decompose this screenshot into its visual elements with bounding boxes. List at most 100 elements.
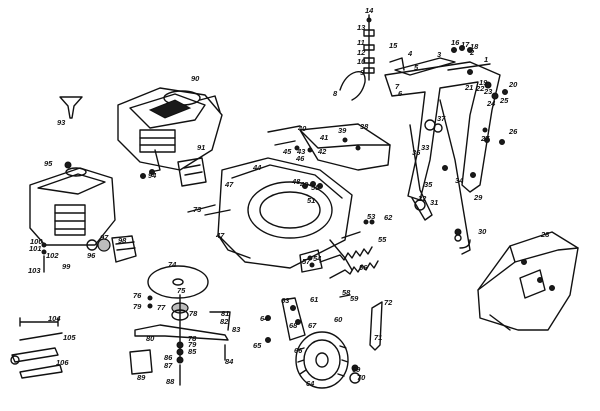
engine-90 [117, 87, 223, 175]
callout-47: 47 [224, 180, 234, 189]
tools [10, 317, 63, 379]
callout-9: 9 [360, 68, 365, 77]
callout-67: 67 [308, 321, 317, 330]
callout-78b: 78 [188, 334, 197, 343]
callout-56: 56 [359, 263, 368, 272]
funnel-93 [59, 96, 83, 119]
callout-46: 46 [295, 154, 305, 163]
rear-flap [299, 123, 391, 171]
callout-88: 88 [166, 377, 175, 386]
callout-25: 25 [499, 96, 509, 105]
callout-45: 45 [282, 147, 292, 156]
callout-3: 3 [437, 50, 442, 59]
callout-57: 57 [302, 257, 311, 266]
callout-12: 12 [357, 48, 366, 57]
callout-64a: 64 [260, 314, 269, 323]
callout-89: 89 [137, 373, 146, 382]
callout-100: 101 [29, 244, 42, 253]
callout-85: 85 [188, 347, 197, 356]
callout-78a: 78 [189, 309, 198, 318]
callout-60: 60 [334, 315, 343, 324]
callout-51: 51 [307, 196, 315, 205]
callout-20: 20 [508, 80, 518, 89]
callout-90: 90 [191, 74, 200, 83]
callout-87: 87 [164, 361, 173, 370]
mower-deck [187, 157, 353, 271]
rear-wheel [295, 331, 361, 389]
callout-32: 33 [421, 143, 430, 152]
callout-102: 103 [28, 266, 41, 275]
callout-80: 80 [146, 334, 155, 343]
callout-5: 5 [414, 63, 419, 72]
callout-103: 104 [48, 314, 61, 323]
callout-63: 63 [281, 296, 290, 305]
callout-74: 74 [168, 260, 177, 269]
callout-49: 49 [299, 180, 309, 189]
callout-96: 97 [100, 233, 109, 242]
callout-105: 106 [56, 358, 69, 367]
callout-43: 43 [296, 147, 306, 156]
callout-14: 14 [365, 6, 374, 15]
callout-83: 83 [232, 325, 241, 334]
misc-hardware [140, 125, 505, 236]
handle-assembly [384, 57, 508, 255]
throttle-cable [339, 14, 375, 101]
callout-38: 38 [360, 122, 369, 131]
callout-64b: 64 [306, 379, 315, 388]
callout-10: 10 [357, 57, 366, 66]
callout-70: 70 [357, 373, 366, 382]
callout-53: 53 [367, 212, 376, 221]
callout-15: 15 [389, 41, 398, 50]
height-adjuster [265, 249, 383, 351]
callout-28: 29 [473, 193, 483, 202]
callout-48: 48 [291, 177, 301, 186]
callout-54: 54 [313, 254, 322, 263]
callout-31: 32 [418, 194, 427, 203]
engine-94 [29, 161, 116, 246]
callout-77: 77 [157, 303, 166, 312]
callout-33: 34 [455, 176, 464, 185]
springs [319, 219, 379, 279]
callout-11: 11 [357, 38, 365, 47]
callout-8: 8 [333, 89, 338, 98]
callout-19: 19 [479, 78, 488, 87]
callout-68: 68 [289, 321, 298, 330]
callout-26: 26 [508, 127, 518, 136]
callout-104: 105 [63, 333, 76, 342]
callout-79b: 79 [188, 340, 197, 349]
callout-55: 55 [378, 235, 387, 244]
callout-13: 13 [357, 23, 366, 32]
callout-75: 75 [177, 286, 186, 295]
callout-22: 22 [475, 84, 485, 93]
callout-4: 4 [407, 49, 413, 58]
engine-hardware [41, 235, 137, 273]
callout-81: 81 [221, 309, 229, 318]
callout-40: 40 [297, 124, 307, 133]
callout-58: 58 [342, 288, 351, 297]
callout-23: 23 [483, 87, 493, 96]
callout-84: 84 [225, 357, 234, 366]
callout-17: 17 [461, 40, 470, 49]
callout-65: 65 [253, 341, 262, 350]
callout-66: 66 [294, 346, 303, 355]
callout-94: 95 [44, 159, 53, 168]
callout-82: 82 [220, 317, 229, 326]
grass-catcher-106 [477, 231, 579, 331]
callout-labels: 14 13 15 11 12 10 9 8 7 16 17 18 1 2 3 4… [28, 6, 550, 388]
callout-97: 98 [118, 236, 127, 245]
callout-50: 50 [311, 183, 320, 192]
callout-106: 28 [540, 230, 550, 239]
callout-99: 100 [30, 237, 43, 246]
callout-29: 30 [478, 227, 487, 236]
callout-42: 42 [317, 147, 327, 156]
callout-6: 6 [398, 89, 403, 98]
callout-95: 96 [87, 251, 96, 260]
callout-79a: 79 [133, 302, 142, 311]
callout-1: 1 [484, 55, 488, 64]
callout-27: 27 [480, 134, 490, 143]
callout-36: 37 [437, 114, 446, 123]
callout-76: 76 [133, 291, 142, 300]
callout-2: 2 [469, 48, 475, 57]
callout-93: 93 [57, 118, 66, 127]
